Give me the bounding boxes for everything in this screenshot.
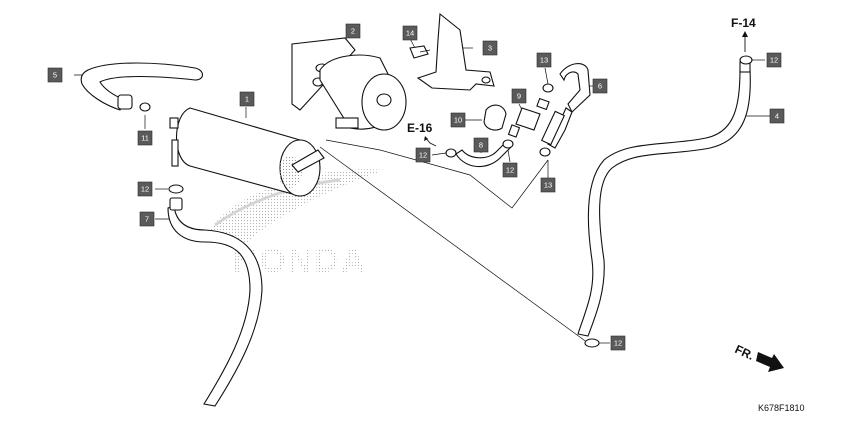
hose-7-end (169, 197, 183, 211)
callout-14[interactable]: 14 (402, 25, 418, 41)
svg-text:13: 13 (540, 56, 548, 65)
hose-5-end (117, 94, 133, 110)
svg-text:12: 12 (614, 339, 622, 348)
svg-text:5: 5 (53, 71, 57, 80)
svg-text:12: 12 (770, 56, 778, 65)
cap-10 (483, 104, 507, 131)
svg-text:9: 9 (517, 92, 521, 101)
ref-f14: F-14 (731, 16, 756, 30)
hose-5 (80, 62, 204, 111)
svg-text:6: 6 (598, 82, 602, 91)
ref-e16: E-16 (407, 121, 433, 135)
canister-1 (169, 107, 325, 197)
callout-9[interactable]: 9 (511, 88, 527, 104)
svg-text:4: 4 (775, 112, 779, 121)
svg-text:2: 2 (351, 27, 355, 36)
svg-text:8: 8 (479, 141, 483, 150)
callout-4[interactable]: 4 (769, 108, 785, 124)
front-arrow-icon (756, 352, 784, 372)
callout-2[interactable]: 2 (345, 23, 361, 39)
svg-text:11: 11 (141, 134, 149, 143)
callout-7[interactable]: 7 (139, 211, 155, 227)
callout-12-hose8[interactable]: 12 (502, 162, 518, 178)
svg-text:14: 14 (406, 29, 414, 38)
canister-2 (291, 37, 407, 131)
svg-text:7: 7 (145, 215, 149, 224)
callout-12-f14[interactable]: 12 (766, 52, 782, 68)
callout-12-e16[interactable]: 12 (415, 147, 431, 163)
callout-13-upper[interactable]: 13 (536, 52, 552, 68)
callout-5[interactable]: 5 (47, 67, 63, 83)
valve-9 (507, 97, 550, 138)
callout-11[interactable]: 11 (137, 130, 153, 146)
svg-text:1: 1 (245, 95, 249, 104)
callout-13-lower[interactable]: 13 (540, 177, 556, 193)
callout-6[interactable]: 6 (592, 78, 608, 94)
bracket-3 (416, 12, 495, 91)
drawing-code: K678F1810 (758, 403, 805, 413)
svg-text:10: 10 (454, 116, 462, 125)
svg-text:12: 12 (506, 166, 514, 175)
callout-12-lower[interactable]: 12 (610, 335, 626, 351)
hose-6 (559, 63, 591, 113)
clips (139, 55, 753, 348)
svg-text:12: 12 (419, 151, 427, 160)
callout-1[interactable]: 1 (239, 91, 255, 107)
bolt-14 (409, 45, 431, 59)
svg-text:3: 3 (488, 44, 492, 53)
callout-10[interactable]: 10 (450, 112, 466, 128)
ref-front: FR. (733, 342, 756, 363)
svg-text:13: 13 (544, 181, 552, 190)
callout-8[interactable]: 8 (473, 137, 489, 153)
hose-7 (167, 205, 263, 407)
svg-text:12: 12 (141, 185, 149, 194)
callout-3[interactable]: 3 (482, 40, 498, 56)
callout-12-canister[interactable]: 12 (137, 181, 153, 197)
hose-4 (577, 69, 751, 337)
